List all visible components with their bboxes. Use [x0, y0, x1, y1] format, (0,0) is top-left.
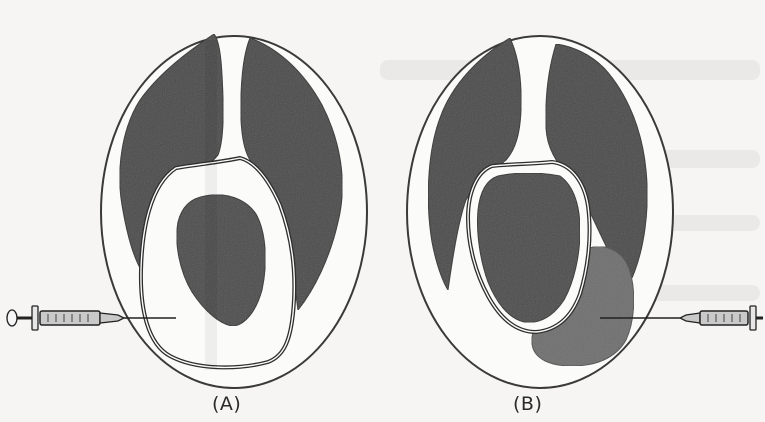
panel-label-b: (B): [513, 393, 542, 415]
scan-streak: [205, 40, 217, 370]
panel-b: [407, 36, 763, 388]
panel-label-a: (A): [212, 393, 241, 415]
panel-a: [7, 34, 367, 388]
